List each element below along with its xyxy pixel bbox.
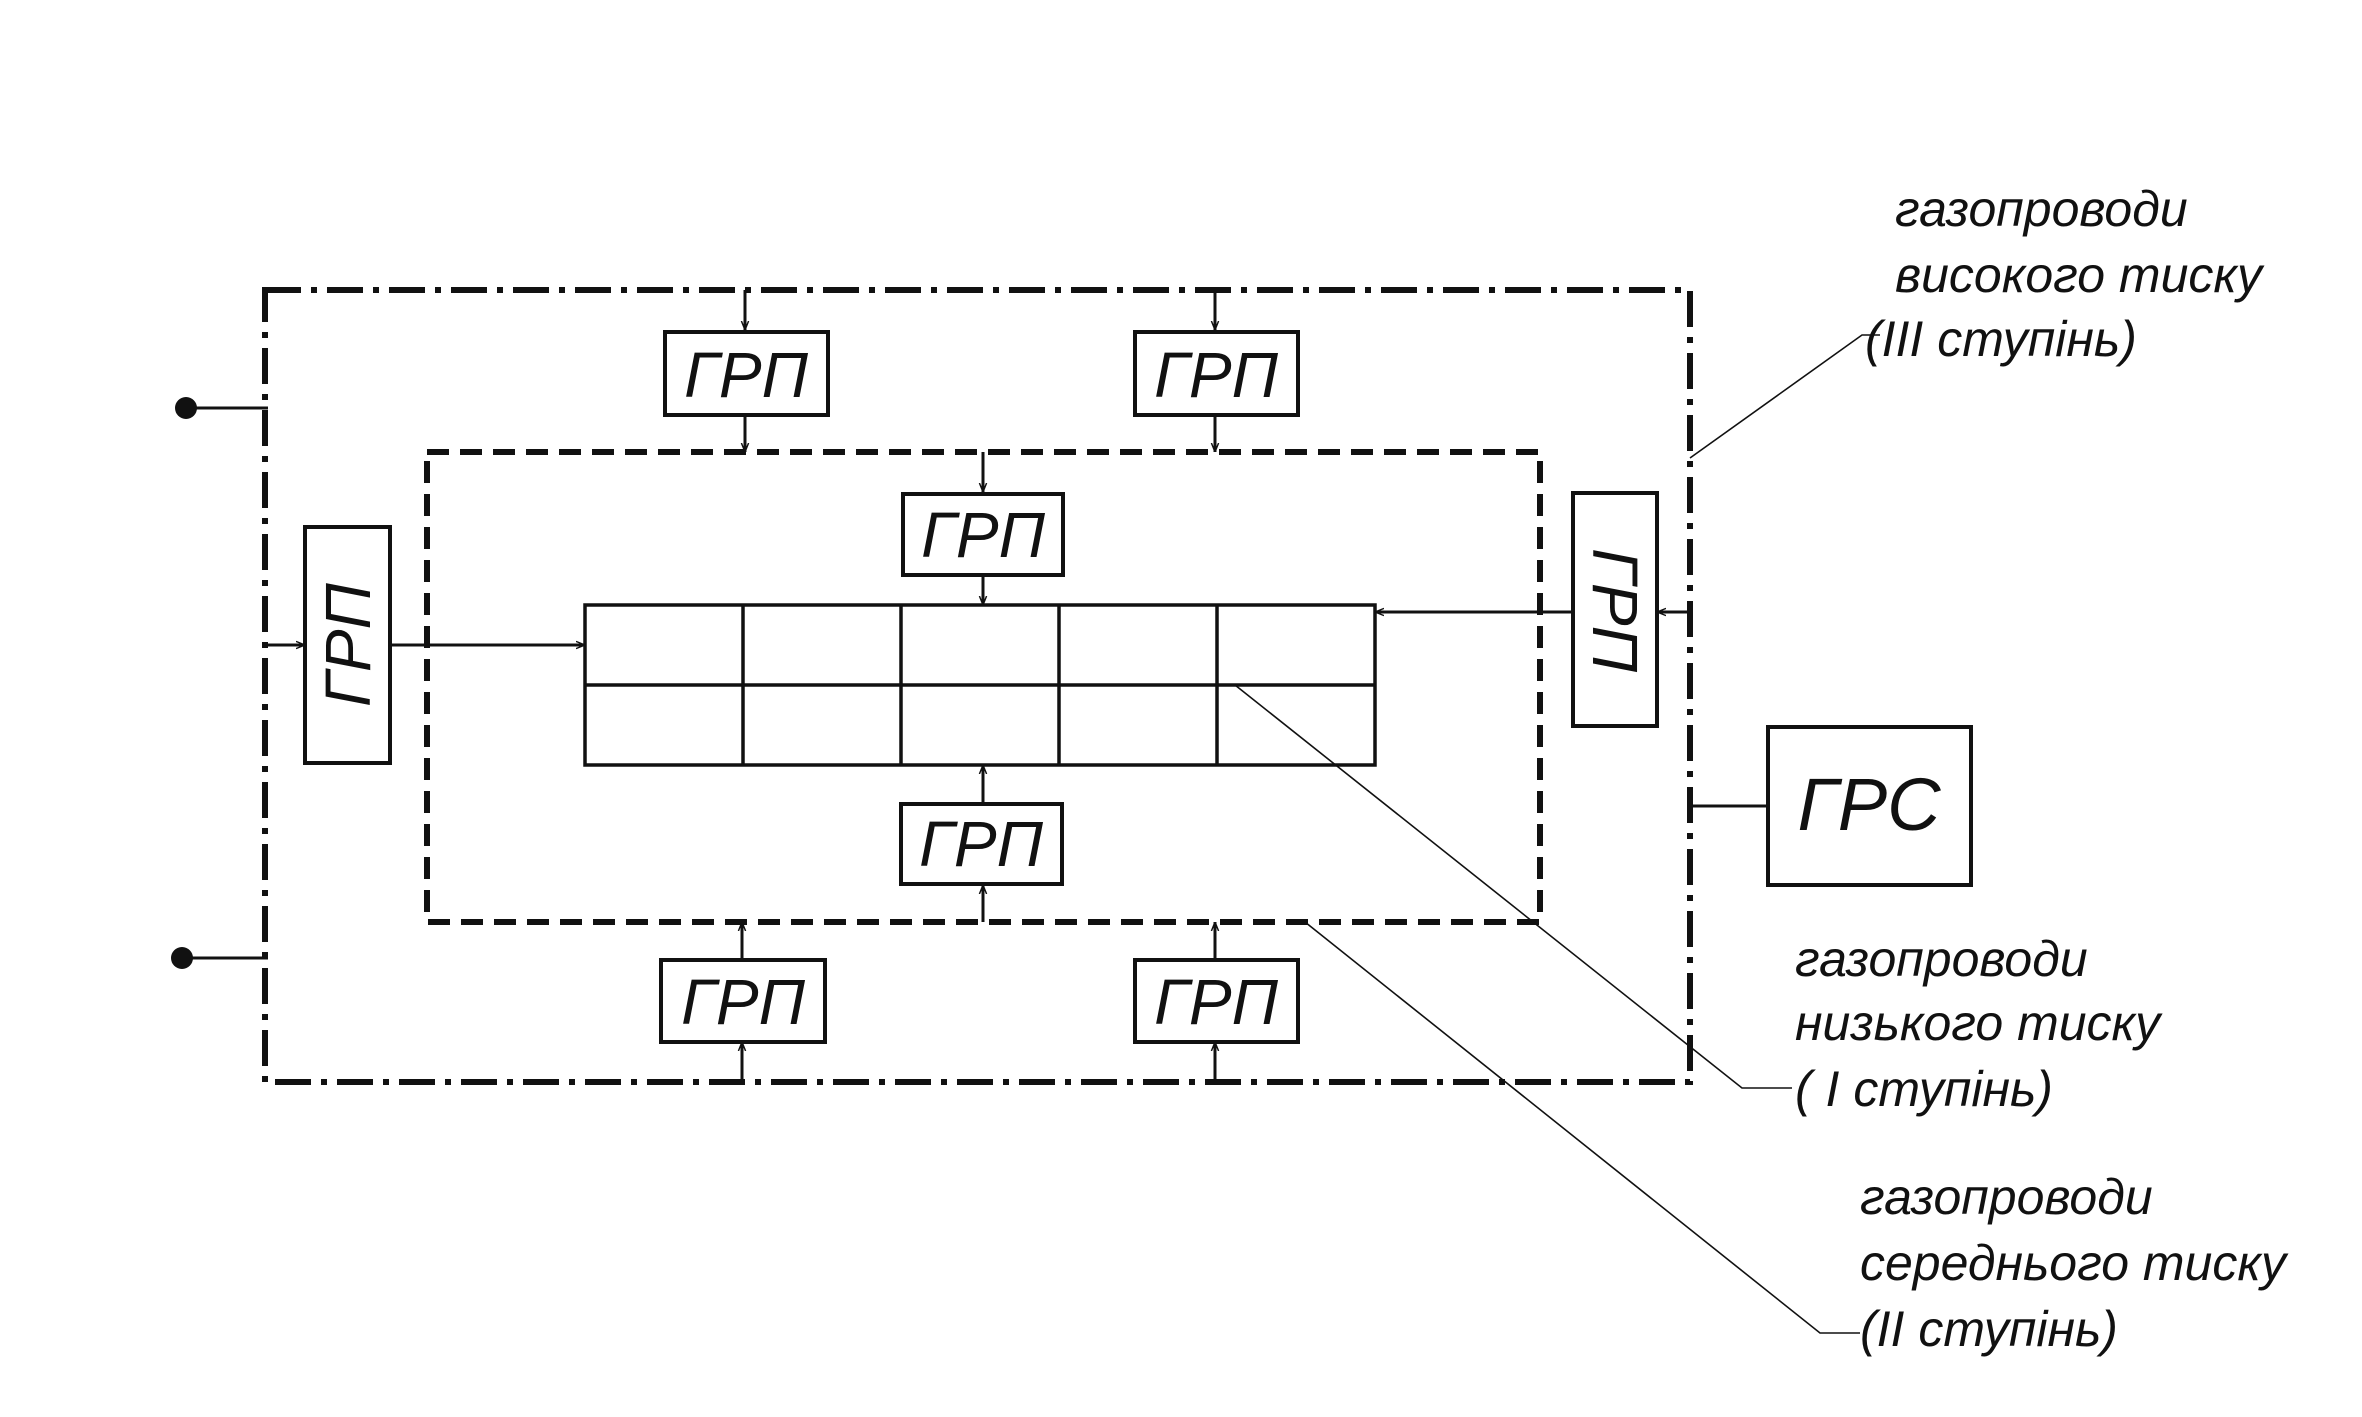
legend-high-line-1: газопроводи <box>1895 181 2188 237</box>
grp-label: ГРП <box>1154 966 1279 1038</box>
grp-label: ГРП <box>681 966 806 1038</box>
grp-station-top-left: ГРП <box>663 330 830 417</box>
legend-low-line-2: низького тиску <box>1795 995 2163 1051</box>
legend-low-line-3: ( I ступінь) <box>1795 1061 2053 1117</box>
grp-station-inner-top: ГРП <box>901 492 1065 577</box>
low-pressure-grid <box>583 603 1377 767</box>
legend-high-pressure: газопроводи високого тиску (III ступінь) <box>1865 181 2265 367</box>
grp-station-left: ГРП <box>303 525 392 765</box>
grp-label: ГРП <box>1579 548 1651 673</box>
legend-medium-line-3: (II ступінь) <box>1860 1301 2118 1357</box>
grp-station-inner-bottom: ГРП <box>899 802 1064 886</box>
grp-label: ГРП <box>684 339 809 411</box>
legend-high-line-2: високого тиску <box>1895 247 2265 303</box>
inlet-pipe-bottom <box>171 947 268 969</box>
grp-label: ГРП <box>312 582 384 707</box>
grp-label: ГРП <box>1154 339 1279 411</box>
legend-low-pressure: газопроводи низького тиску ( I ступінь) <box>1795 931 2163 1117</box>
legend-medium-line-1: газопроводи <box>1860 1169 2153 1225</box>
inlet-pipe-top <box>175 397 268 419</box>
grp-station-bottom-right: ГРП <box>1133 958 1300 1044</box>
grp-station-bottom-left: ГРП <box>659 958 827 1044</box>
grp-station-top-right: ГРП <box>1133 330 1300 417</box>
grp-station-right: ГРП <box>1571 491 1659 728</box>
connection-lines <box>265 290 1768 1082</box>
legend-high-line-3: (III ступінь) <box>1865 311 2137 367</box>
high-pressure-ring <box>262 287 1693 1085</box>
legend-medium-line-2: середнього тиску <box>1860 1235 2289 1291</box>
legend-medium-pressure: газопроводи середнього тиску (II ступінь… <box>1860 1169 2289 1357</box>
grs-station: ГРС <box>1766 725 1973 887</box>
legend-low-line-1: газопроводи <box>1795 931 2088 987</box>
grs-label: ГРС <box>1797 763 1941 846</box>
grp-label: ГРП <box>919 808 1044 880</box>
leader-lines <box>1234 334 1880 1334</box>
grp-label: ГРП <box>921 499 1046 571</box>
